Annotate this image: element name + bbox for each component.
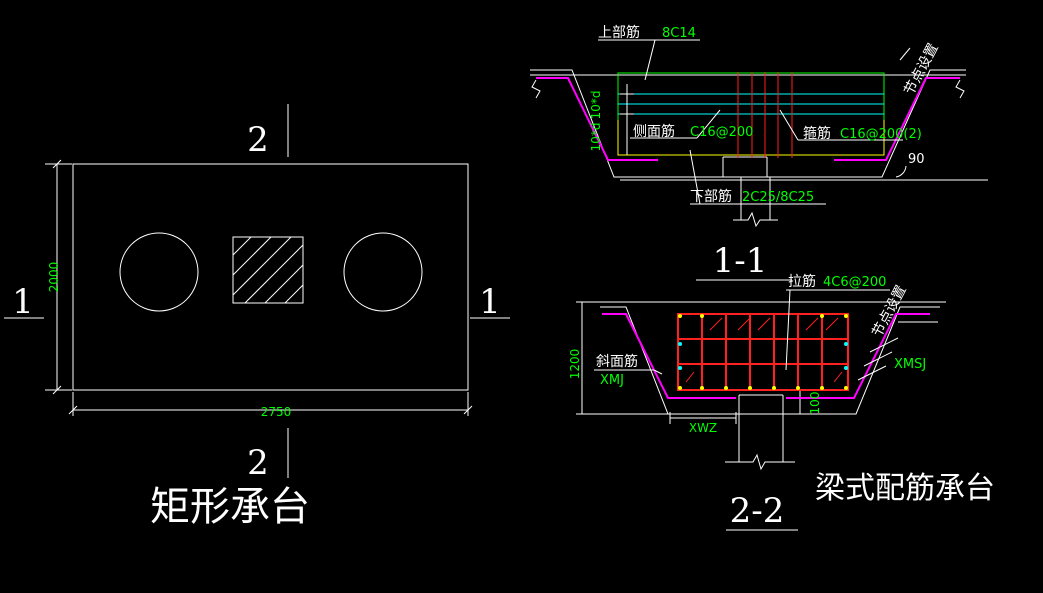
height-1200: 1200 bbox=[568, 349, 582, 380]
plan-height-dim: 2000 bbox=[47, 262, 61, 293]
section-2-2-title: 2-2 bbox=[730, 491, 785, 531]
section-mark-2-top: 2 bbox=[247, 120, 269, 160]
top-bar-label: 上部筋 bbox=[598, 24, 640, 41]
dim-10d-a: 10*d bbox=[589, 91, 603, 120]
slope-bar-label: 斜面筋 bbox=[596, 353, 638, 370]
section-mark-1-left: 1 bbox=[12, 282, 34, 322]
slope-bar-spec: XMJ bbox=[600, 373, 624, 388]
section-1-1 bbox=[530, 39, 988, 281]
xwz-label: XWZ bbox=[689, 421, 717, 435]
column-hatched bbox=[232, 236, 304, 304]
section-mark-1-right: 1 bbox=[479, 282, 501, 322]
tie-label: 拉筋 bbox=[788, 273, 816, 290]
stirrup-label: 箍筋 bbox=[803, 125, 831, 142]
side-bar-label: 侧面筋 bbox=[633, 123, 675, 140]
top-bar-spec: 8C14 bbox=[662, 26, 696, 41]
plan-view bbox=[4, 104, 510, 478]
bottom-bar-spec: 2C25/8C25 bbox=[742, 190, 814, 205]
angle-90: 90 bbox=[908, 152, 925, 167]
pile-left bbox=[119, 232, 199, 312]
plan-width-dim: 2750 bbox=[261, 405, 292, 419]
stirrup-spec: C16@200(2) bbox=[840, 127, 922, 142]
plan-title: 矩形承台 bbox=[150, 484, 310, 530]
caption-beam-cap: 梁式配筋承台 bbox=[815, 471, 995, 506]
column-hatch bbox=[232, 236, 304, 304]
pile-cap-outline bbox=[72, 163, 469, 391]
side-bar-spec: C16@200 bbox=[690, 125, 753, 140]
pile-right bbox=[343, 232, 423, 312]
section-mark-2-bottom: 2 bbox=[247, 443, 269, 483]
dim-10d-b: 10*d bbox=[589, 123, 603, 152]
section-2-2 bbox=[576, 289, 946, 531]
section-1-1-title: 1-1 bbox=[713, 241, 768, 281]
bottom-bar-label: 下部筋 bbox=[690, 188, 732, 205]
tie-spec: 4C6@200 bbox=[823, 275, 886, 290]
xmsj-label: XMSJ bbox=[894, 357, 926, 372]
dim-100: 100 bbox=[808, 392, 822, 415]
